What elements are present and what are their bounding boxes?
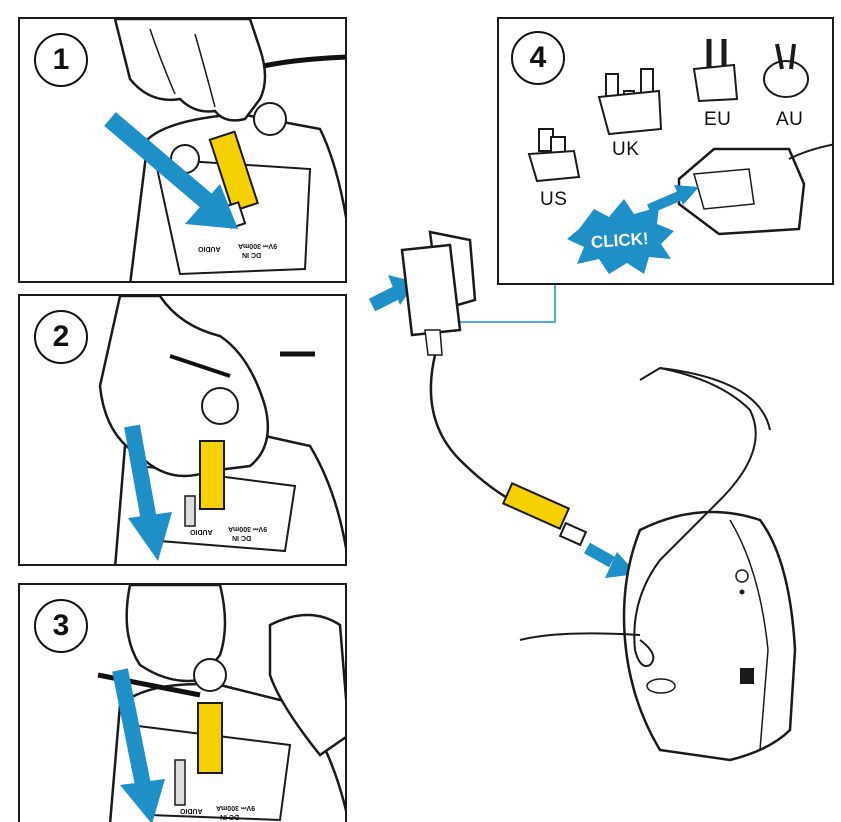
step-4-illustration: [527, 39, 832, 274]
dc-in-label: DC IN: [220, 813, 240, 820]
rating-label: 9V⎓ 300mA: [216, 804, 256, 811]
power-adapter: [400, 230, 477, 356]
step-4-panel: 4: [497, 17, 834, 285]
pull-down-arrow: [112, 668, 165, 822]
us-plug-adapter: [527, 128, 581, 183]
dc-plug: [501, 482, 588, 547]
step-number-badge: 2: [34, 310, 88, 364]
logo-mark: [740, 668, 754, 684]
adapter-insert-arrow: [368, 275, 416, 312]
callout-line: [425, 285, 556, 323]
audio-port-label: AUDIO: [198, 245, 221, 252]
rating-label: 9V⎓ 300mA: [238, 242, 278, 249]
step-number-badge: 4: [511, 31, 565, 85]
audio-port-label: AUDIO: [180, 807, 203, 814]
dc-in-label: DC IN: [242, 251, 262, 258]
plug-label-uk: UK: [612, 139, 640, 160]
rating-label: 9V⎓ 300mA: [228, 525, 268, 532]
dc-in-label: DC IN: [232, 534, 252, 541]
pull-down-arrow: [124, 424, 172, 561]
plug-label-us: US: [540, 189, 568, 210]
step-2-panel: 2 AUDIO DC IN 9V⎓ 300mA: [18, 294, 347, 566]
uk-plug-adapter: [597, 68, 663, 136]
click-burst: [567, 185, 699, 274]
step-1-panel: 1 AUDIO DC IN 9V⎓ 300mA: [18, 17, 347, 283]
plug-label-au: AU: [776, 109, 804, 130]
plug-label-eu: EU: [704, 109, 732, 130]
step-3-panel: 3 AUDIO DC IN 9V⎓ 300mA: [18, 583, 347, 822]
step-number-badge: 1: [34, 33, 88, 87]
au-plug-adapter: [763, 43, 809, 98]
step-number-badge: 3: [34, 599, 88, 653]
step-3-illustration: [97, 585, 345, 822]
insert-arrow: [104, 112, 238, 229]
click-text: CLICK!: [590, 229, 650, 252]
audio-port-label: AUDIO: [190, 528, 213, 535]
step-1-illustration: [104, 19, 345, 281]
eu-plug-adapter: [692, 39, 739, 103]
charging-stand: [519, 366, 797, 762]
step-2-illustration: [98, 296, 345, 564]
plug-in-arrow: [584, 542, 637, 578]
